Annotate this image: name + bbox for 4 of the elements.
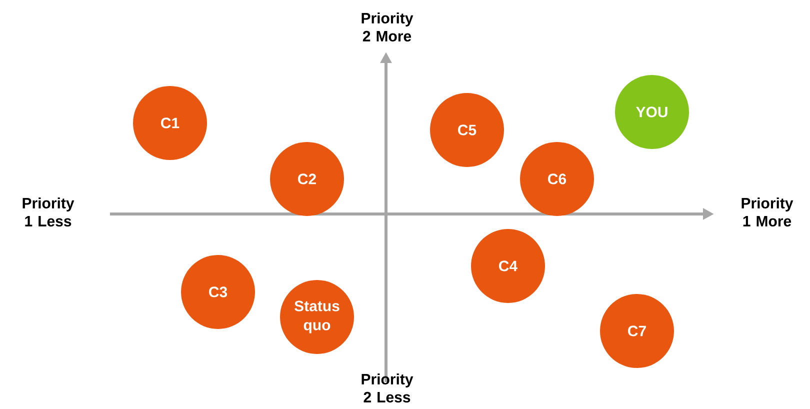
axis-label: Priority 1 More	[742, 197, 794, 226]
axis-label: Priority 1 Less	[22, 197, 74, 226]
axis-label: Priority 2 More	[362, 12, 414, 42]
axis-label: Priority 2 Less	[362, 373, 414, 402]
